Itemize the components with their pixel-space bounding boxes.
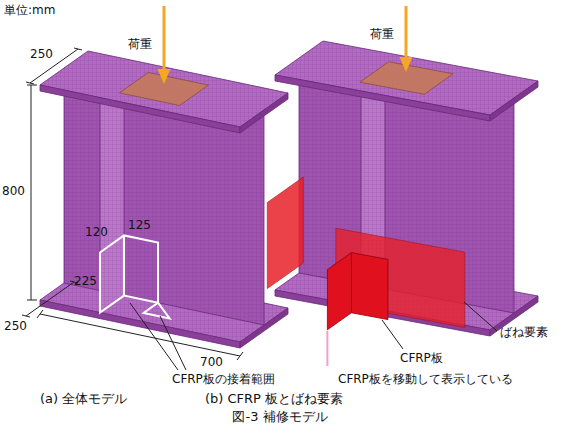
spring-element-plane (267, 177, 303, 288)
cfrp-area-outline (144, 303, 170, 319)
dimension-label: 250 (4, 320, 27, 334)
dimension-label: 700 (200, 356, 223, 370)
stiffener-mesh (100, 81, 124, 313)
load-arrow (158, 6, 171, 84)
leader-line (464, 302, 497, 331)
load-arrow (400, 6, 413, 72)
leader-lines (382, 302, 497, 349)
dimension-tick (27, 300, 37, 301)
cfrp-plate-fold (351, 253, 352, 313)
figure-caption: 図-3 補修モデル (232, 410, 327, 425)
leader-line (382, 320, 403, 349)
dimension-tick (26, 82, 34, 84)
dimension-label: 225 (74, 275, 97, 289)
dimension-tick (237, 352, 243, 360)
cfrp-area-outline (123, 235, 125, 295)
dimension-label: 800 (2, 185, 25, 199)
dimension-label: 120 (85, 226, 108, 240)
dimension-lines (22, 48, 243, 360)
load-arrow-head (400, 57, 413, 72)
flange-edge (490, 81, 538, 121)
dimension-tick (74, 48, 82, 50)
load-arrow-shaft (405, 6, 408, 59)
dimension-line (26, 282, 74, 316)
cfrp-plate (327, 253, 388, 330)
callout-label: CFRP板 (400, 352, 443, 366)
subfigure-label: (b) CFRP 板とばね要素 (205, 392, 343, 407)
flange-edge (240, 93, 288, 133)
girder-model-b (267, 41, 538, 336)
load-label: 荷重 (370, 28, 394, 42)
dimension-tick (27, 85, 37, 86)
callout-label: ばね要素 (500, 326, 548, 340)
subfigure-label: (a) 全体モデル (40, 392, 127, 407)
cfrp-offset-line (326, 331, 328, 366)
unit-note: 単位:mm (4, 4, 55, 18)
dimension-label: 125 (128, 219, 151, 233)
callout-label: CFRP板の接着範囲 (172, 373, 275, 387)
girder-model-a (40, 51, 288, 348)
load-arrow-shaft (163, 6, 166, 71)
dimension-line (40, 314, 240, 356)
leader-line (160, 316, 186, 370)
dimension-line (30, 49, 78, 83)
leader-lines (130, 303, 186, 370)
load-label: 荷重 (128, 38, 152, 52)
dimension-tick (22, 315, 30, 317)
dimension-label: 250 (30, 48, 53, 62)
note-label: CFRP板を移動して表示している (338, 373, 513, 387)
cfrp-bond-outline (100, 235, 170, 318)
dimension-line (31, 85, 32, 300)
stiffener-plate (100, 81, 124, 313)
cfrp-area-outline (100, 235, 158, 312)
load-arrow-head (158, 69, 171, 84)
dimension-tick (37, 310, 43, 318)
leader-line (130, 303, 178, 370)
